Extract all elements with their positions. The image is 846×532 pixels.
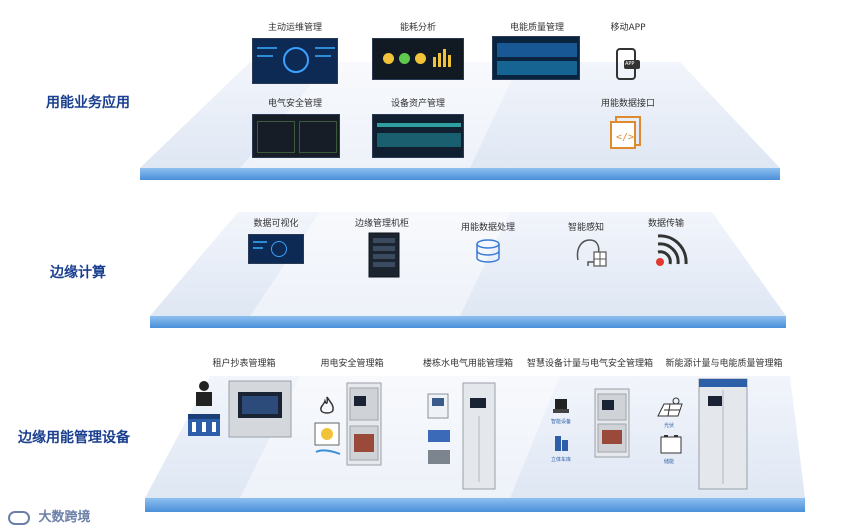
item-label-power-quality: 电能质量管理 [510, 20, 564, 33]
tenant-meter-cabinet [228, 380, 292, 438]
item-label-new-energy-box: 新能源计量与电能质量管理箱 [665, 356, 782, 369]
server-cabinet-icon [368, 232, 400, 278]
item-label-data-processing: 用能数据处理 [461, 220, 515, 233]
item-label-data-transmission: 数据传输 [648, 216, 684, 229]
power-safety-cabinet [346, 382, 382, 466]
smart-device-label: 智能设备 [551, 418, 571, 425]
solar-panel-icon [656, 396, 684, 418]
parking-garage-icon [554, 434, 570, 452]
brain-sensor-icon [574, 236, 608, 268]
svg-text:</>: </> [616, 132, 634, 143]
item-label-active-ops: 主动运维管理 [268, 20, 322, 33]
item-label-energy-analysis: 能耗分析 [400, 20, 436, 33]
code-file-icon: </> [610, 116, 642, 150]
screen-electrical-safety [252, 114, 340, 158]
item-label-smart-device-box: 智慧设备计量与电气安全管理箱 [527, 356, 653, 369]
solar-label: 光伏 [664, 422, 674, 429]
screen-data-visualization [248, 234, 304, 264]
layer-title-business-apps: 用能业务应用 [46, 92, 130, 112]
item-label-asset-management: 设备资产管理 [391, 96, 445, 109]
screen-asset-management [372, 114, 464, 158]
building-utility-cabinet [462, 382, 496, 490]
tenant-building-icon [186, 378, 222, 440]
parking-garage-label: 立体车库 [551, 456, 571, 463]
battery-storage-icon [660, 434, 682, 454]
item-label-data-interface: 用能数据接口 [601, 96, 655, 109]
item-label-electrical-safety: 电气安全管理 [268, 96, 322, 109]
item-label-tenant-meter-box: 租户抄表管理箱 [212, 356, 275, 369]
screen-power-quality [492, 36, 580, 80]
screen-energy-analysis [372, 38, 464, 80]
watermark-text: 大数跨境 [39, 510, 91, 525]
watermark-logo-icon [8, 511, 30, 525]
breaker-switch-icon [314, 422, 342, 458]
new-energy-cabinet [698, 378, 748, 490]
smart-device-cabinet [594, 388, 630, 458]
database-icon [474, 238, 502, 266]
app-badge-text: APP [625, 61, 634, 67]
item-label-edge-cabinet: 边缘管理机柜 [355, 216, 409, 229]
item-label-smart-sensing: 智能感知 [568, 220, 604, 233]
layer-title-edge-computing: 边缘计算 [50, 262, 106, 282]
item-label-mobile-app: 移动APP [610, 20, 645, 33]
wifi-signal-icon [652, 234, 690, 268]
phone-app-icon: APP [616, 48, 640, 80]
item-label-power-safety-box: 用电安全管理箱 [320, 356, 383, 369]
utility-meter-devices [426, 392, 452, 468]
flame-icon [318, 396, 336, 416]
item-label-building-utility-box: 楼栋水电气用能管理箱 [423, 356, 513, 369]
watermark: 大数跨境 [8, 506, 91, 525]
screen-active-ops [252, 38, 338, 84]
smart-device-icon [552, 398, 570, 414]
item-label-data-visualization: 数据可视化 [253, 216, 298, 229]
layer-title-edge-devices: 边缘用能管理设备 [18, 427, 130, 447]
battery-label: 储能 [664, 458, 674, 465]
